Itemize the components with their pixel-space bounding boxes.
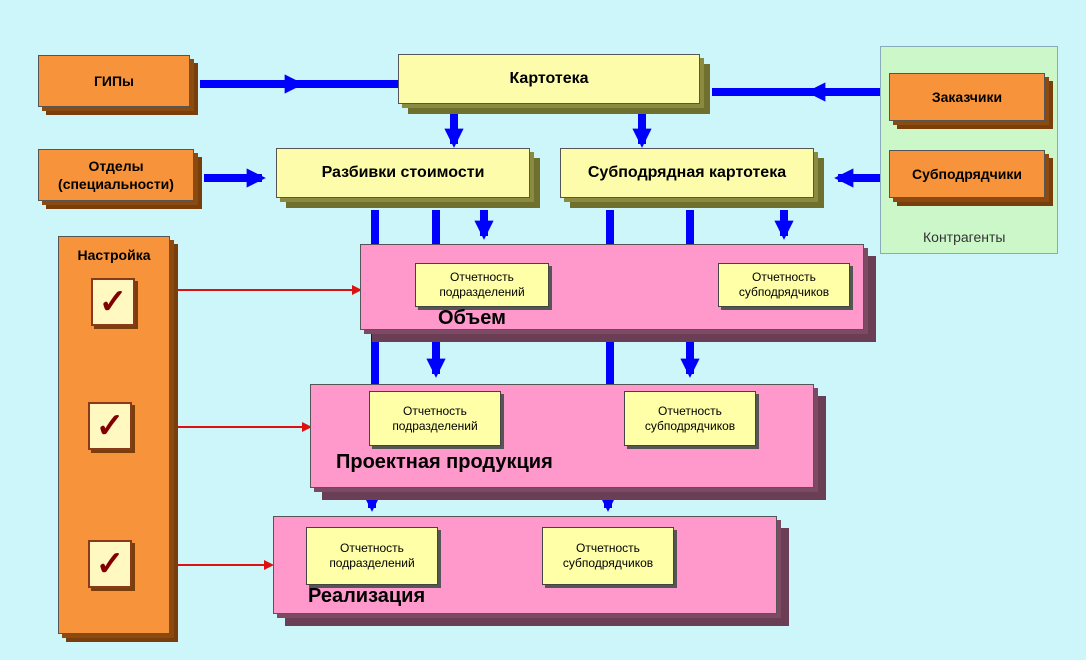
report-line-1: Отчетность (576, 541, 640, 555)
report-line-1: Отчетность (450, 270, 514, 284)
razbivki-label: Разбивки стоимости (321, 164, 485, 181)
subpodr-kartoteka-label: Субподрядная картотека (587, 164, 787, 181)
otdely-box: Отделы (специальности) (38, 149, 194, 201)
nastroyka-check-2[interactable]: ✓ (88, 402, 132, 450)
kartoteka-box: Картотека (398, 54, 700, 104)
nastroyka-check-3[interactable]: ✓ (88, 540, 132, 588)
report-line-2: субподрядчиков (562, 556, 654, 570)
gipy-label: ГИПы (93, 73, 135, 89)
zakazchiki-box: Заказчики (889, 73, 1045, 121)
report-line-2: подразделений (392, 418, 478, 433)
kontragenty-label: Контрагенты (923, 229, 1006, 245)
zakazchiki-label: Заказчики (931, 89, 1003, 105)
subpodryadchiki-label: Субподрядчики (911, 166, 1023, 182)
report-line-2: субподрядчиков (644, 418, 736, 433)
report-line-2: субподрядчиков (738, 285, 830, 299)
subpodryadchiki-box: Субподрядчики (889, 150, 1045, 198)
checkmark-icon: ✓ (95, 545, 125, 583)
checkmark-icon: ✓ (98, 283, 128, 321)
report-line-1: Отчетность (658, 403, 722, 418)
nastroyka-label: Настройка (77, 247, 151, 263)
report-line-1: Отчетность (340, 541, 404, 555)
nastroyka-check-1[interactable]: ✓ (91, 278, 135, 326)
report-line-2: подразделений (329, 556, 415, 570)
subpodr-kartoteka-box: Субподрядная картотека (560, 148, 814, 198)
block-proekt-title: Проектная продукция (336, 451, 553, 473)
report-line-1: Отчетность (403, 403, 467, 418)
block-obem-title: Объем (438, 307, 506, 329)
razbivki-box: Разбивки стоимости (276, 148, 530, 198)
gipy-box: ГИПы (38, 55, 190, 107)
otdely-label-2: (специальности) (58, 176, 174, 192)
otdely-label-1: Отделы (88, 158, 144, 174)
checkmark-icon: ✓ (95, 407, 125, 445)
report-line-1: Отчетность (752, 270, 816, 284)
kartoteka-label: Картотека (509, 70, 589, 87)
report-line-2: подразделений (439, 285, 525, 299)
block-realiz-title: Реализация (308, 585, 426, 607)
